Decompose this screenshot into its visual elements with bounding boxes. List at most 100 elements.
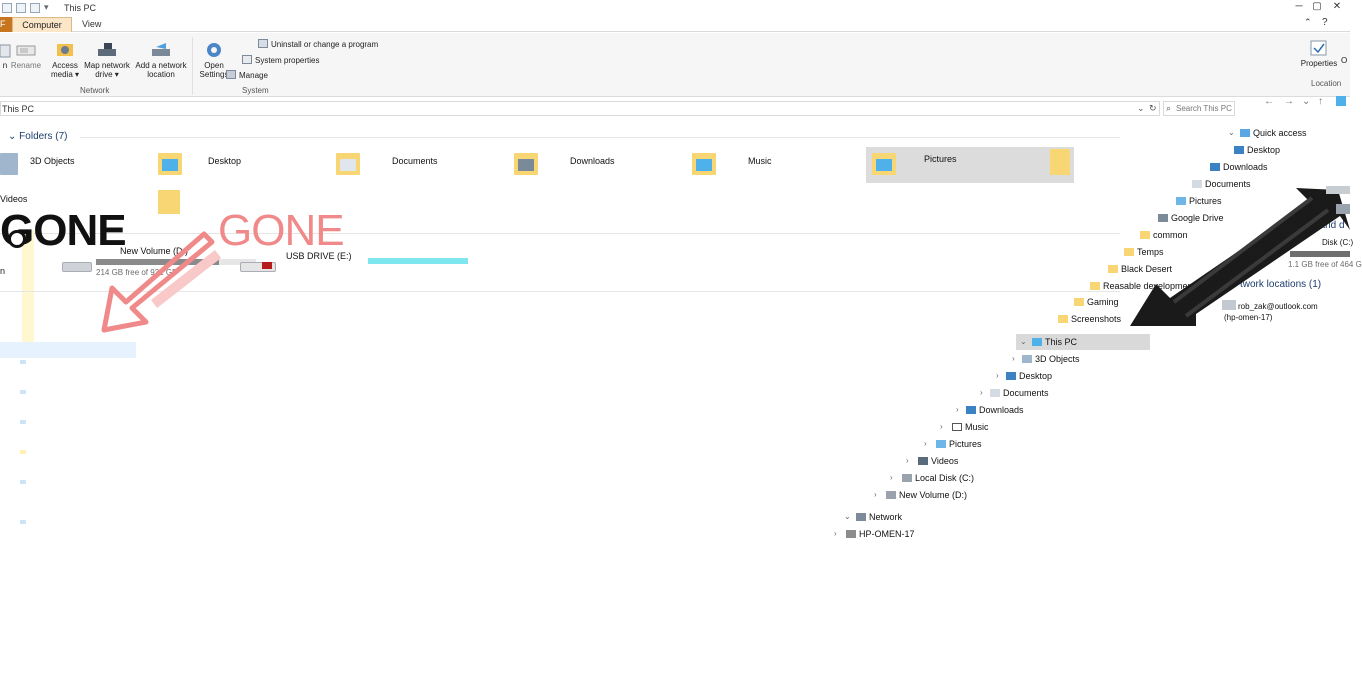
folder-downloads[interactable]: Downloads bbox=[514, 153, 664, 183]
tree-hp-omen[interactable]: HP-OMEN-17 bbox=[846, 529, 915, 539]
usb-drive-icon[interactable] bbox=[240, 262, 276, 272]
tab-view[interactable]: View bbox=[82, 19, 102, 29]
pc-icon bbox=[1032, 338, 1042, 346]
collapse-arrow-icon[interactable]: › bbox=[834, 529, 837, 538]
tree-downloads-pc[interactable]: Downloads bbox=[966, 405, 1024, 415]
collapse-arrow-icon[interactable]: › bbox=[924, 439, 927, 448]
maximize-button[interactable]: ▢ bbox=[1312, 1, 1322, 12]
chevron-down-icon: ⌄ bbox=[8, 131, 20, 142]
new-folder-qat-icon[interactable] bbox=[30, 3, 40, 13]
tree-gaming[interactable]: Gaming bbox=[1074, 297, 1119, 307]
expand-arrow-icon[interactable]: ⌄ bbox=[1020, 337, 1027, 346]
access-media-button[interactable]: Access media ▾ bbox=[46, 41, 84, 79]
help-icon[interactable]: ? bbox=[1322, 17, 1328, 28]
up-arrow-icon[interactable]: ↑ bbox=[1318, 96, 1323, 107]
tree-this-pc[interactable]: This PC bbox=[1032, 337, 1077, 347]
tree-pictures[interactable]: Pictures bbox=[1176, 196, 1222, 206]
collapse-arrow-icon[interactable]: › bbox=[890, 473, 893, 482]
cube-icon bbox=[1022, 355, 1032, 363]
tab-computer[interactable]: Computer bbox=[12, 17, 72, 32]
video-icon bbox=[918, 457, 928, 465]
ribbon-collapse-icon[interactable]: ⌃ bbox=[1304, 17, 1312, 27]
folder-documents[interactable]: Documents bbox=[336, 153, 486, 183]
net-account[interactable]: rob_zak@outlook.com bbox=[1238, 302, 1318, 311]
recent-dropdown-icon[interactable]: ⌄ bbox=[1302, 96, 1311, 107]
collapse-arrow-icon[interactable]: › bbox=[956, 405, 959, 414]
properties-button[interactable]: Properties bbox=[1298, 39, 1340, 68]
folder-music[interactable]: Music bbox=[692, 153, 842, 183]
tree-documents[interactable]: Documents bbox=[1192, 179, 1251, 189]
folder-icon bbox=[1108, 265, 1118, 273]
forward-arrow-icon[interactable]: → bbox=[1284, 96, 1294, 107]
tree-documents-pc[interactable]: Documents bbox=[990, 388, 1049, 398]
tree-desktop[interactable]: Desktop bbox=[1234, 145, 1280, 155]
tree-network[interactable]: Network bbox=[856, 512, 902, 522]
tree-screenshots[interactable]: Screenshots bbox=[1058, 314, 1121, 324]
drive-d-icon[interactable] bbox=[62, 262, 92, 272]
title-bar: ▾ This PC ─ ▢ ✕ bbox=[0, 0, 1350, 16]
minimize-button[interactable]: ─ bbox=[1295, 1, 1303, 12]
tree-videos[interactable]: Videos bbox=[918, 456, 958, 466]
tab-file[interactable]: F bbox=[0, 17, 12, 32]
collapse-arrow-icon[interactable]: › bbox=[874, 490, 877, 499]
star-icon bbox=[1240, 129, 1250, 137]
properties-qat-icon[interactable] bbox=[16, 3, 26, 13]
open-button-partial[interactable]: O bbox=[1341, 56, 1348, 65]
drive-icon bbox=[886, 491, 896, 499]
folder-desktop[interactable]: Desktop bbox=[158, 153, 308, 183]
tree-downloads[interactable]: Downloads bbox=[1210, 162, 1268, 172]
tree-google-drive[interactable]: Google Drive bbox=[1158, 213, 1224, 223]
collapse-arrow-icon[interactable]: › bbox=[996, 371, 999, 380]
close-button[interactable]: ✕ bbox=[1332, 1, 1342, 12]
uninstall-program-button[interactable]: Uninstall or change a program bbox=[258, 39, 378, 49]
tree-temps[interactable]: Temps bbox=[1124, 247, 1164, 257]
system-properties-button[interactable]: System properties bbox=[242, 55, 319, 65]
tree-local-disk-c[interactable]: Local Disk (C:) bbox=[902, 473, 974, 483]
add-network-location-button[interactable]: Add a network location bbox=[132, 41, 190, 79]
folder-3d-objects[interactable]: 3D Objects bbox=[0, 153, 150, 183]
tree-black-desert[interactable]: Black Desert bbox=[1108, 264, 1172, 274]
drive-d-name[interactable]: New Volume (D:) bbox=[120, 246, 189, 256]
address-dropdown-icon[interactable]: ⌄ bbox=[1137, 103, 1145, 113]
tree-3d-objects[interactable]: 3D Objects bbox=[1022, 354, 1080, 364]
map-network-drive-button[interactable]: Map network drive ▾ bbox=[82, 41, 132, 79]
search-box[interactable]: ⌕ Search This PC bbox=[1163, 101, 1235, 116]
collapse-arrow-icon[interactable]: › bbox=[940, 422, 943, 431]
tree-reasable[interactable]: Reasable development bbox=[1090, 281, 1195, 291]
expand-arrow-icon[interactable]: ⌄ bbox=[844, 512, 851, 521]
black-arrow-icon bbox=[1130, 186, 1350, 326]
access-media-icon bbox=[57, 44, 73, 56]
tree-common[interactable]: common bbox=[1140, 230, 1188, 240]
properties-button-partial[interactable]: n bbox=[0, 41, 11, 70]
tree-music[interactable]: Music bbox=[952, 422, 989, 432]
network-locations-header[interactable]: twork locations (1) bbox=[1240, 279, 1322, 290]
checkmark-icon bbox=[1310, 40, 1327, 56]
tree-desktop-pc[interactable]: Desktop bbox=[1006, 371, 1052, 381]
usb-drive-name[interactable]: USB DRIVE (E:) bbox=[286, 251, 352, 261]
back-arrow-icon[interactable]: ← bbox=[1264, 96, 1274, 107]
collapse-arrow-icon[interactable]: › bbox=[906, 456, 909, 465]
section-divider bbox=[80, 137, 1120, 138]
local-disk-name[interactable]: Disk (C:) bbox=[1322, 238, 1354, 247]
app-icon bbox=[2, 3, 12, 13]
folders-section-header[interactable]: ⌄ Folders (7) bbox=[8, 131, 68, 142]
folder-pictures[interactable]: Pictures bbox=[866, 147, 1074, 183]
downloads-folder-icon bbox=[514, 153, 538, 175]
folder-videos[interactable]: Videos bbox=[0, 194, 28, 204]
tree-new-volume-d[interactable]: New Volume (D:) bbox=[886, 490, 967, 500]
search-input[interactable]: Search This PC bbox=[1176, 104, 1232, 113]
left-pane-remnants bbox=[20, 360, 32, 550]
folder-icon bbox=[1124, 248, 1134, 256]
tree-pictures-pc[interactable]: Pictures bbox=[936, 439, 982, 449]
qat-dropdown-icon[interactable]: ▾ bbox=[44, 2, 49, 12]
refresh-icon[interactable]: ↻ bbox=[1149, 103, 1157, 113]
open-settings-button[interactable]: Open Settings bbox=[194, 41, 234, 79]
expand-arrow-icon[interactable]: ⌄ bbox=[1228, 128, 1235, 137]
address-bar[interactable]: This PC ⌄ ↻ bbox=[0, 101, 1160, 116]
collapse-arrow-icon[interactable]: › bbox=[1012, 354, 1015, 363]
manage-button[interactable]: Manage bbox=[226, 70, 268, 80]
tree-quick-access[interactable]: Quick access bbox=[1240, 128, 1307, 138]
rename-button[interactable]: Rename bbox=[10, 41, 42, 70]
collapse-arrow-icon[interactable]: › bbox=[980, 388, 983, 397]
picture-icon bbox=[1176, 197, 1186, 205]
